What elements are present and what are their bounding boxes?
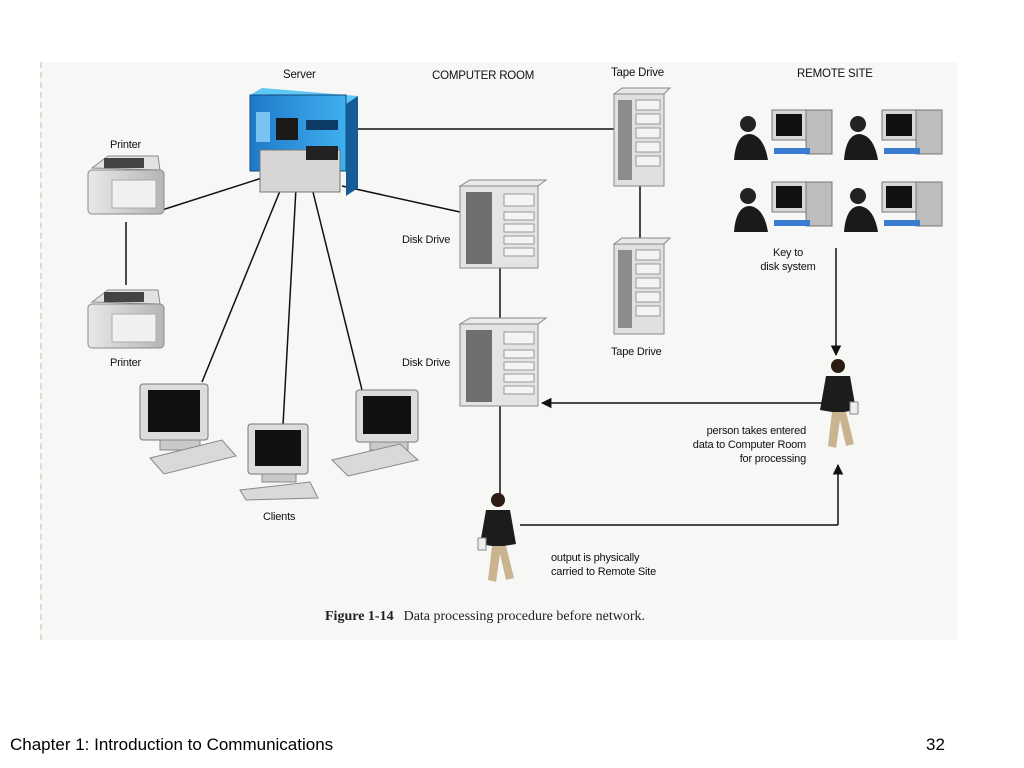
- figure-caption-text: Data processing procedure before network…: [403, 609, 645, 624]
- printer-bottom-label: Printer: [110, 357, 141, 369]
- output-line-1: output is physically: [551, 552, 640, 564]
- computer-room-label: COMPUTER ROOM: [432, 70, 535, 82]
- disk-drive-bottom-icon: [458, 317, 548, 407]
- line-server-client-left: [201, 185, 283, 383]
- tape-drive-top-icon: [612, 87, 672, 187]
- line-server-client-center: [282, 187, 297, 426]
- server-icon: [249, 88, 358, 196]
- client-computer-center-icon: [239, 423, 319, 501]
- person-takes-line-2: data to Computer Room: [692, 439, 806, 451]
- client-computer-left-icon: [139, 383, 237, 475]
- printer-bottom-icon: [87, 289, 165, 349]
- footer-page-number: 32: [926, 735, 945, 754]
- server-label: Server: [283, 69, 316, 81]
- disk-drive-top-icon: [458, 179, 548, 269]
- key-to-disk-line-1: Key to: [773, 247, 803, 259]
- key-to-disk-label: Key to disk system: [752, 246, 824, 274]
- remote-workstation-1-icon: [734, 109, 833, 160]
- person-takes-label: person takes entered data to Computer Ro…: [672, 424, 806, 466]
- clients-label: Clients: [263, 511, 296, 523]
- courier-person-output-icon: [477, 493, 516, 582]
- courier-person-remote-icon: [820, 359, 859, 448]
- figure-number: Figure 1-14: [325, 609, 394, 624]
- key-to-disk-line-2: disk system: [760, 261, 816, 273]
- client-computer-right-icon: [331, 389, 420, 477]
- line-server-client-right: [311, 187, 363, 391]
- connection-lines: [125, 128, 844, 526]
- line-server-printer: [161, 177, 263, 211]
- figure-caption: Figure 1-14 Data processing procedure bef…: [325, 609, 645, 625]
- disk-drive-bottom-label: Disk Drive: [402, 357, 451, 369]
- footer-chapter: Chapter 1: Introduction to Communication…: [10, 735, 334, 754]
- person-takes-line-3: for processing: [739, 453, 806, 465]
- remote-workstation-4-icon: [844, 181, 943, 232]
- remote-workstation-2-icon: [844, 109, 943, 160]
- remote-site-label: REMOTE SITE: [797, 68, 873, 80]
- line-server-disk: [341, 185, 461, 213]
- printer-top-icon: [87, 155, 165, 215]
- remote-workstation-3-icon: [734, 181, 833, 232]
- printer-top-label: Printer: [110, 139, 141, 151]
- output-line-2: carried to Remote Site: [551, 566, 657, 578]
- output-label: output is physically carried to Remote S…: [551, 551, 656, 579]
- tape-drive-top-label: Tape Drive: [611, 67, 664, 79]
- tape-drive-bottom-icon: [612, 237, 672, 335]
- person-takes-line-1: person takes entered: [706, 425, 807, 437]
- disk-drive-top-label: Disk Drive: [402, 234, 451, 246]
- tape-drive-bottom-label: Tape Drive: [611, 346, 662, 358]
